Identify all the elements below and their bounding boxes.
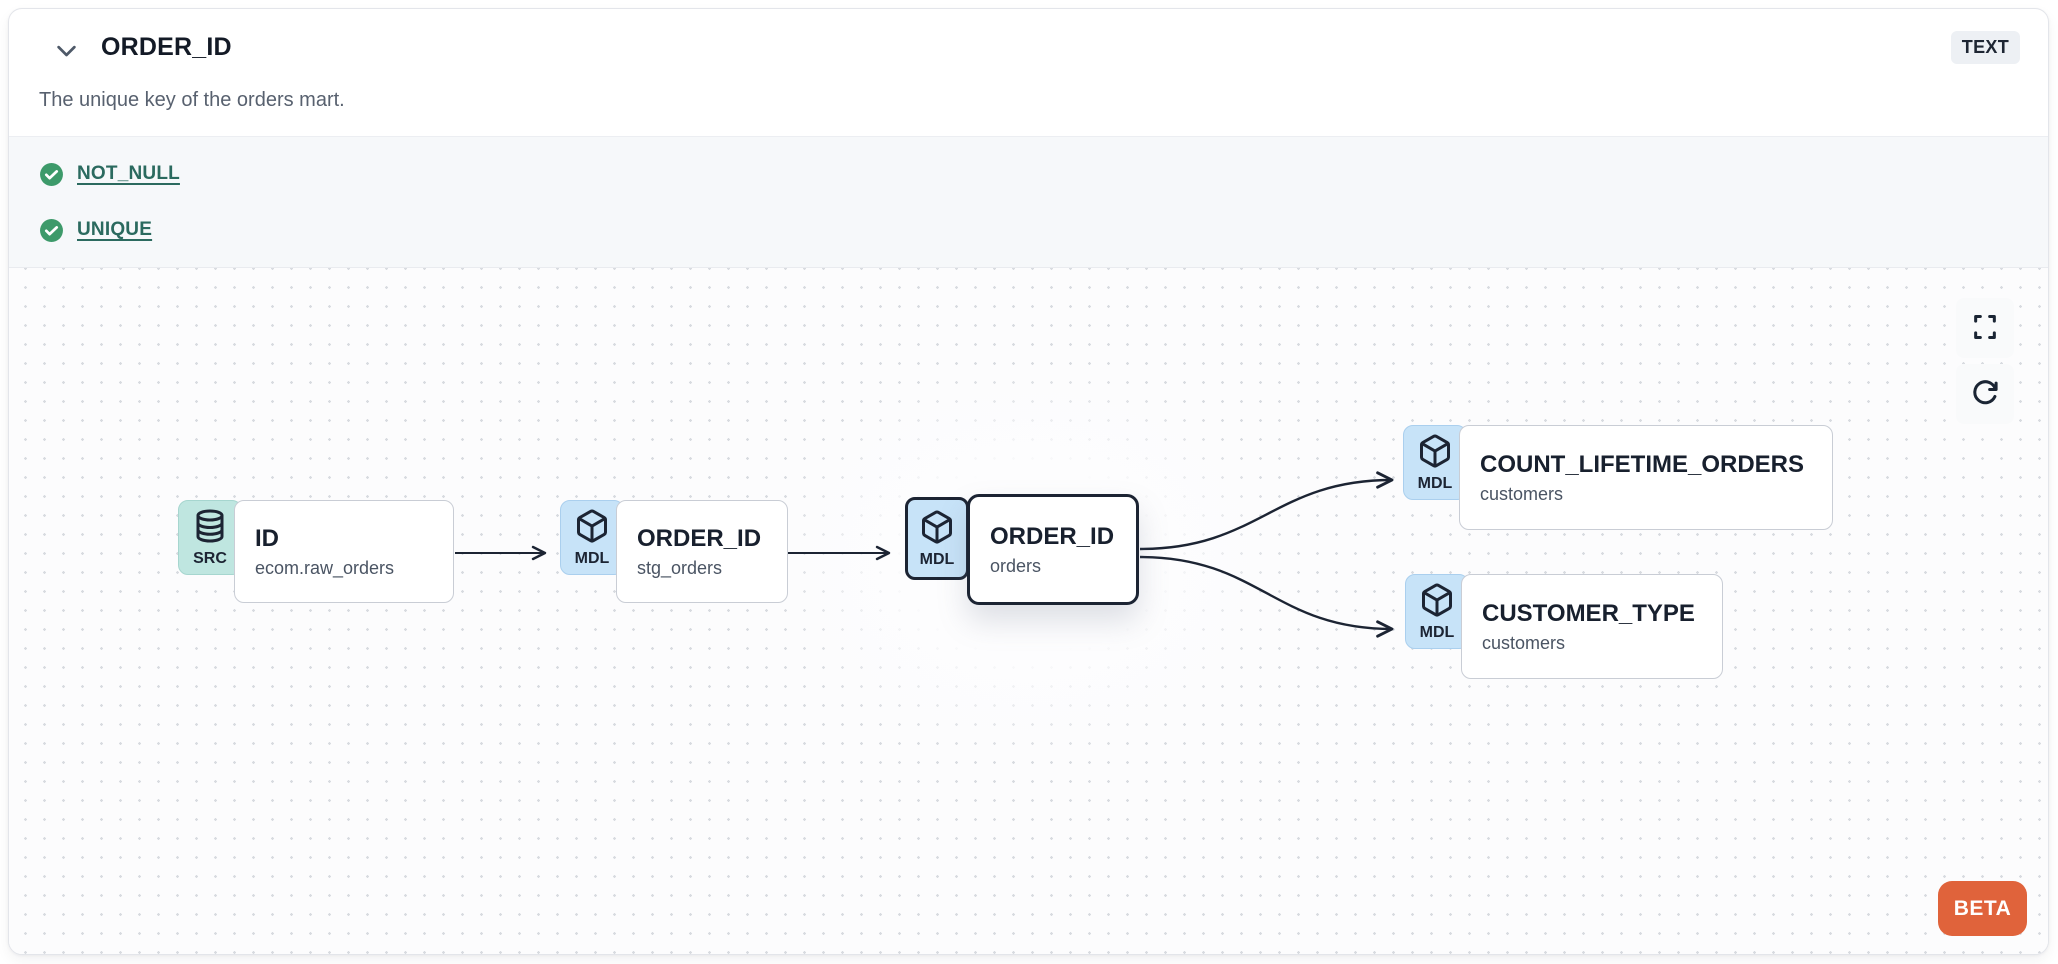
page-title: ORDER_ID	[101, 33, 232, 61]
chevron-down-icon	[53, 37, 80, 67]
node-badge-label: MDL	[574, 549, 610, 567]
node-subtitle: orders	[990, 555, 1042, 576]
node-badge-mdl-selected: MDL	[905, 497, 969, 580]
node-title: COUNT_LIFETIME_ORDERS	[1480, 450, 1805, 478]
canvas-controls	[1956, 298, 2014, 424]
lineage-node-mart-selected[interactable]: ORDER_ID orders	[967, 494, 1139, 605]
fullscreen-icon	[1971, 313, 1999, 344]
cube-icon	[1419, 582, 1455, 623]
column-description: The unique key of the orders mart.	[39, 89, 345, 111]
lineage-node-staging[interactable]: ORDER_ID stg_orders	[616, 500, 788, 603]
test-link-unique[interactable]: UNIQUE	[77, 219, 153, 240]
node-title: ORDER_ID	[637, 524, 762, 552]
edge-mart-to-count-lifetime-orders	[1139, 471, 1394, 551]
lineage-canvas[interactable]: SRC ID ecom.raw_orders MDL ORDER_ID stg_…	[9, 268, 2048, 954]
node-badge-label: SRC	[193, 549, 227, 567]
refresh-button[interactable]	[1956, 364, 2014, 424]
lineage-node-mart-wrap: ORDER_ID orders	[967, 494, 1139, 605]
test-link-not-null[interactable]: NOT_NULL	[77, 163, 180, 184]
node-title: ORDER_ID	[990, 522, 1115, 550]
cube-icon	[919, 509, 955, 550]
column-type-badge: TEXT	[1950, 31, 2020, 64]
node-badge-mdl: MDL	[1403, 425, 1467, 500]
refresh-icon	[1971, 379, 1999, 410]
database-icon	[192, 508, 228, 549]
node-subtitle: ecom.raw_orders	[255, 557, 395, 578]
lineage-node-count-lifetime-orders[interactable]: COUNT_LIFETIME_ORDERS customers	[1459, 425, 1833, 530]
test-passed-check-icon	[39, 162, 64, 187]
node-subtitle: customers	[1480, 483, 1564, 504]
test-row: NOT_NULL	[39, 162, 2018, 187]
node-badge-label: MDL	[1417, 474, 1453, 492]
edge-mart-to-customer-type	[1139, 555, 1394, 638]
node-badge-mdl: MDL	[1405, 574, 1469, 649]
node-subtitle: customers	[1482, 632, 1566, 653]
column-details-panel: ORDER_ID TEXT The unique key of the orde…	[8, 8, 2049, 955]
collapse-toggle-button[interactable]	[49, 35, 83, 69]
test-row: UNIQUE	[39, 218, 2018, 243]
lineage-node-source[interactable]: ID ecom.raw_orders	[234, 500, 454, 603]
node-badge-label: MDL	[919, 550, 955, 568]
fullscreen-button[interactable]	[1956, 298, 2014, 358]
node-badge-src: SRC	[178, 500, 242, 575]
node-badge-label: MDL	[1419, 623, 1455, 641]
test-passed-check-icon	[39, 218, 64, 243]
tests-section: NOT_NULL UNIQUE	[9, 136, 2048, 268]
node-title: ID	[255, 524, 279, 552]
beta-badge: BETA	[1938, 881, 2027, 936]
cube-icon	[1417, 433, 1453, 474]
node-subtitle: stg_orders	[637, 557, 723, 578]
node-badge-mdl: MDL	[560, 500, 624, 575]
cube-icon	[574, 508, 610, 549]
node-title: CUSTOMER_TYPE	[1482, 599, 1695, 627]
lineage-edges	[455, 471, 1394, 638]
lineage-node-customer-type[interactable]: CUSTOMER_TYPE customers	[1461, 574, 1723, 679]
